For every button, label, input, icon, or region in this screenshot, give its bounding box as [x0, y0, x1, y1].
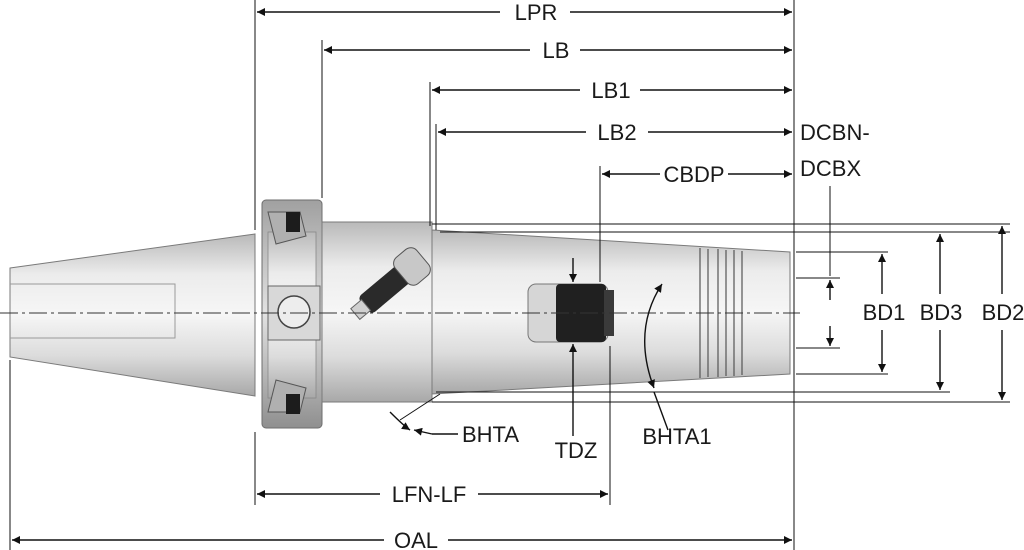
- coolant-fitting: [350, 247, 431, 321]
- label-cbdp: CBDP: [663, 162, 724, 187]
- label-oal: OAL: [394, 528, 438, 550]
- label-dcbx: DCBX: [800, 156, 861, 181]
- shank-bore: [10, 283, 176, 339]
- label-lb1: LB1: [591, 78, 630, 103]
- label-tdz: TDZ: [555, 438, 598, 463]
- label-bd2: BD2: [982, 300, 1024, 325]
- label-bd3: BD3: [920, 300, 963, 325]
- taper-shank: [9, 233, 256, 397]
- bhta1-leader: [653, 391, 669, 431]
- label-bhta: BHTA: [462, 422, 519, 447]
- dimension-lines: [12, 7, 1006, 544]
- extension-lines: [9, 0, 1010, 550]
- label-lpr: LPR: [515, 0, 558, 25]
- label-bd1: BD1: [863, 300, 906, 325]
- label-lb2: LB2: [597, 120, 636, 145]
- label-dcbn: DCBN-: [800, 120, 870, 145]
- dimension-labels: LPR LB LB1 LB2 CBDP DCBN- DCBX BD1 BD3 B…: [392, 0, 1024, 550]
- bhta1-arc: [644, 283, 663, 389]
- label-lb: LB: [543, 38, 570, 63]
- flange-hole: [277, 295, 311, 329]
- label-bhta1: BHTA1: [642, 424, 711, 449]
- bhta-arc: [389, 411, 411, 431]
- tool-body: [9, 199, 791, 429]
- label-lfn-lf: LFN-LF: [392, 482, 467, 507]
